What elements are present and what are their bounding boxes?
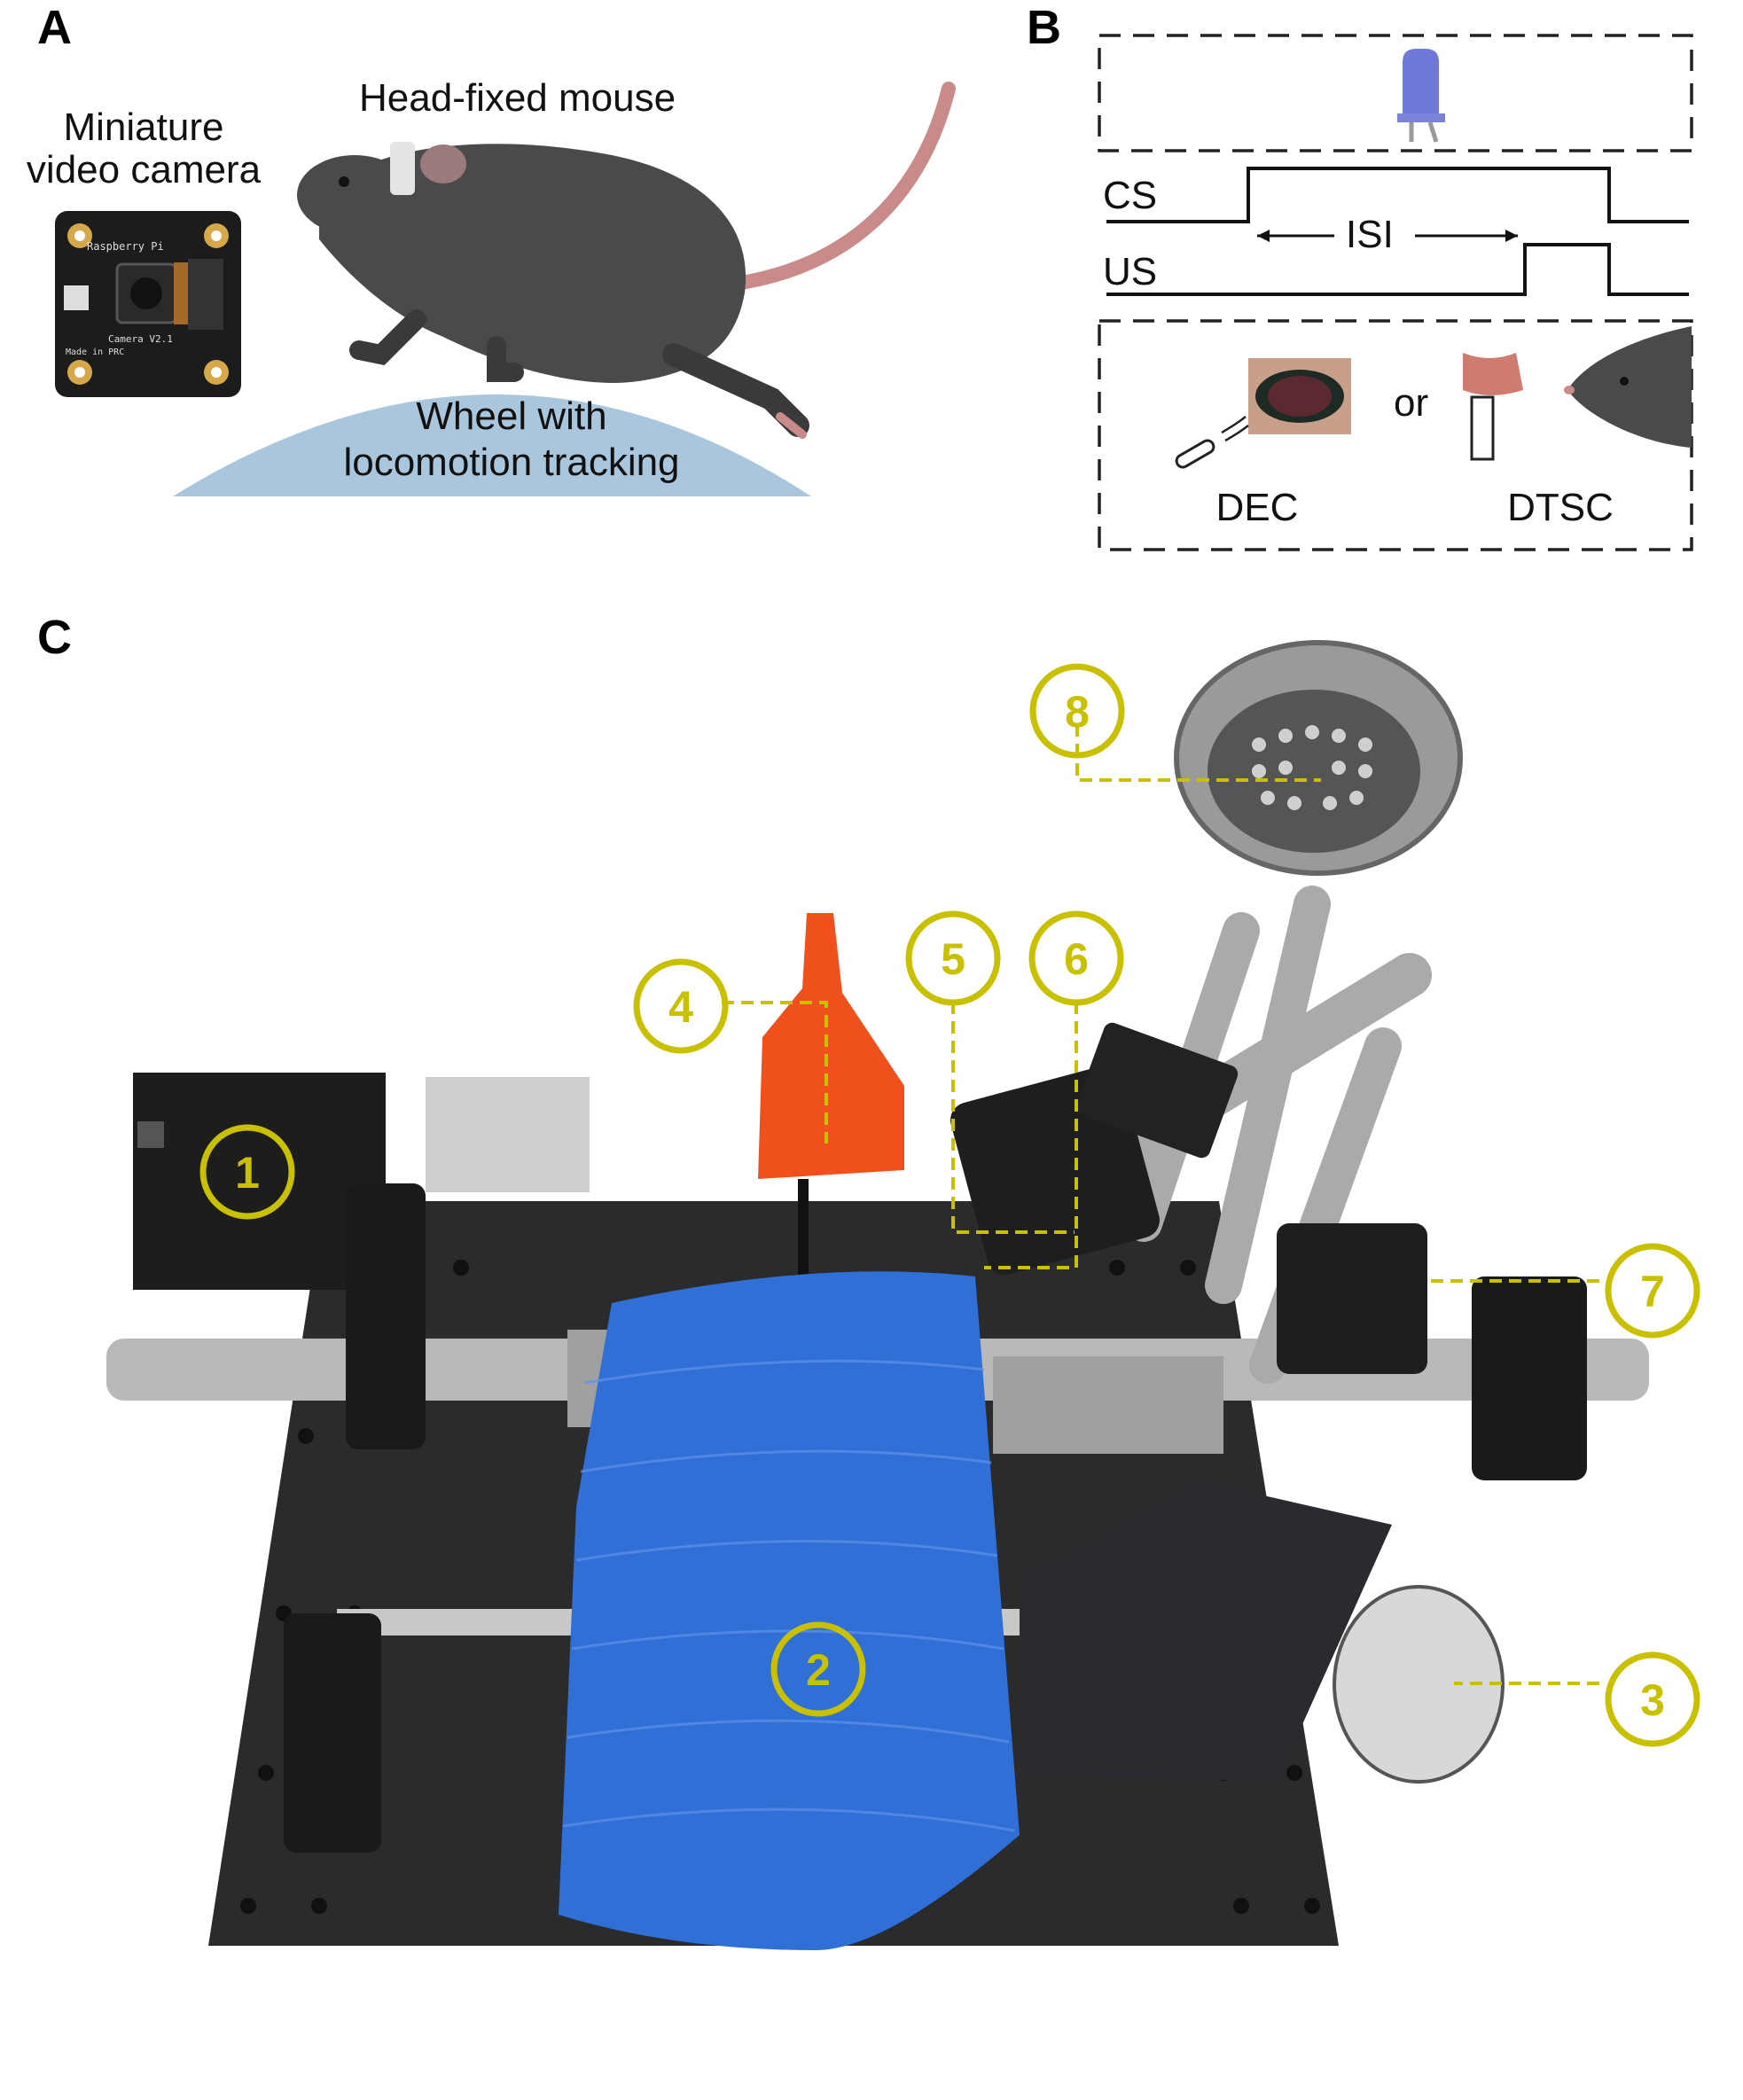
mouse-body [319,144,746,383]
callout-4-circle [633,958,729,1054]
wheel-arc [173,394,811,496]
air-puff-icon [1175,416,1249,469]
panel-label-b: B [1027,1,1061,54]
callout-7-number: 7 [1640,1267,1665,1316]
callout-numbers: 1 2 3 4 5 6 7 8 [235,687,1665,1725]
callout-1-number: 1 [235,1148,260,1198]
upper-bracket [426,1077,590,1192]
tactile-stimulus-icon [1463,353,1523,461]
us-trace [1106,243,1689,296]
mouse-leg-mid [487,336,524,382]
stimulus-flag [758,913,904,1179]
camera-made-in-text: Made in PRC [66,347,124,357]
clamp-right [1472,1276,1587,1480]
mouse-leg-back [662,343,809,437]
callout-2-circle [770,1621,866,1717]
rotary-encoder [1333,1585,1505,1784]
clamp-left [346,1183,426,1449]
mouse-leg-front [349,309,426,365]
head-fixed-mouse-illustration [297,82,956,439]
callout-6-number: 6 [1064,934,1089,984]
leader-6 [984,1002,1078,1269]
callout-5-circle [905,910,1001,1006]
camera-label: Miniature video camera [26,105,262,191]
callout-8-number: 8 [1065,687,1090,737]
callout-2-number: 2 [806,1645,831,1695]
panel-label-c: C [37,611,72,664]
callout-3-circle [1605,1651,1700,1747]
mouse-head [297,155,412,235]
callout-5-number: 5 [941,934,965,984]
dtsc-label: DTSC [1507,486,1614,529]
callout-3-number: 3 [1640,1675,1665,1725]
camera-model-text: Camera V2.1 [108,333,173,345]
callout-4-number: 4 [668,982,693,1032]
camera-brand-text: Raspberry Pi [87,240,164,253]
clamp-post [284,1613,381,1853]
isi-label: ISI [1346,213,1394,256]
callout-leaders [722,724,1599,1685]
mouse-ear [420,144,466,183]
clamp-seven [1277,1223,1427,1374]
callout-6-circle [1028,910,1124,1006]
callout-1-circle [199,1124,295,1220]
or-label: or [1394,381,1429,425]
mouse-eye [339,176,349,187]
wheel-label: Wheel with locomotion tracking [343,394,680,484]
running-wheel [559,1271,1020,1950]
us-label: US [1103,250,1158,293]
dec-label: DEC [1215,486,1299,529]
leader-8 [1075,724,1321,782]
cs-label: CS [1103,174,1158,217]
encoder-bracket [1020,1480,1392,1782]
panel-label-a: A [37,1,72,54]
leader-4 [722,1001,828,1144]
callout-markers [199,663,1700,1747]
led-icon [1397,49,1445,143]
us-box [1098,319,1693,551]
camera-board: Raspberry Pi Camera V2.1 Made in PRC [55,211,241,397]
callout-7-circle [1605,1243,1700,1339]
cs-box [1098,34,1693,152]
callout-8-circle [1029,663,1125,759]
head-bar-right [993,1356,1223,1454]
mouse-head-icon [1564,326,1692,448]
cs-trace [1106,167,1689,223]
mouse-paw [776,412,807,439]
eye-photo [1248,358,1351,434]
stepper-motor [133,1073,386,1290]
head-plate [390,142,415,195]
mouse-tail [729,82,956,291]
mouse-label: Head-fixed mouse [359,76,676,120]
